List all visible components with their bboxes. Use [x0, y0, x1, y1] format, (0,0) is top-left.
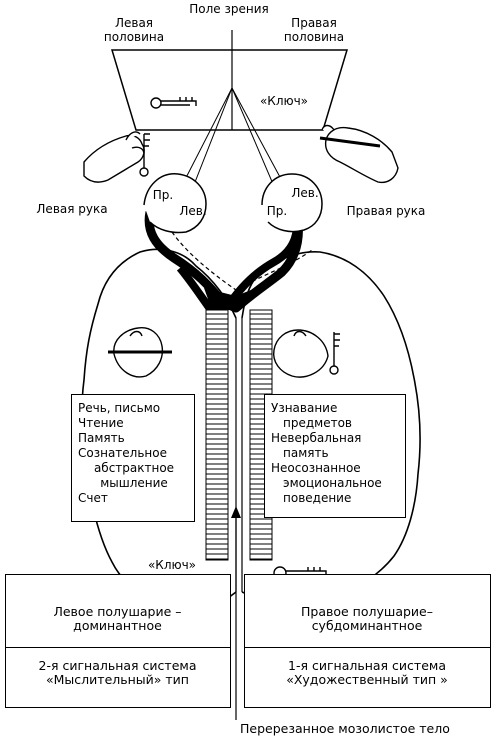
optic-tract-dashed — [171, 231, 313, 291]
left-hand-icon — [83, 131, 145, 183]
right-eye-left-label: Лев. — [291, 186, 319, 200]
left-hemisphere-title: Левое полушарие – доминантное — [53, 604, 182, 633]
right-hemisphere-box: Правое полушарие– субдоминантное 1-я сиг… — [244, 574, 491, 708]
optic-tract-cross — [176, 213, 301, 310]
left-function-thinking: мышление — [100, 476, 168, 490]
left-hemisphere-system: 2-я сигнальная система «Мыслительный» ти… — [38, 658, 197, 687]
left-function-abstract: абстрактное — [93, 461, 175, 475]
inner-right-hand-icon — [273, 329, 329, 378]
right-function-emotional: эмоциональное — [283, 476, 382, 490]
left-function-conscious: Сознательное — [78, 446, 167, 460]
optic-chiasm — [204, 288, 256, 310]
corpus-callosum-label: Перерезанное мозолистое тело — [240, 721, 450, 736]
hemisphere-fissure — [235, 318, 243, 592]
left-hemisphere-box: Левое полушарие – доминантное 2-я сигнал… — [5, 574, 231, 708]
right-functions-box: Узнавание предметов Невербальная память … — [264, 394, 406, 518]
right-eye — [261, 173, 323, 233]
left-key-icon — [139, 133, 150, 177]
right-function-behavior: поведение — [283, 491, 352, 505]
right-hemisphere-title: Правое полушарие– субдоминантное — [301, 604, 433, 633]
visual-field-panel — [110, 49, 349, 131]
left-eye-right-label: Пр. — [152, 188, 174, 202]
left-function-speech: Речь, письмо — [78, 401, 161, 415]
left-eye-left-label: Лев. — [179, 204, 207, 218]
right-function-memory: память — [283, 446, 329, 460]
field-key-label: «Ключ» — [259, 94, 309, 108]
pencil-icon — [319, 136, 381, 148]
left-eye — [143, 173, 207, 234]
left-function-memory: Память — [78, 431, 125, 445]
right-hand-icon — [321, 124, 399, 184]
inner-key-icon — [329, 332, 340, 375]
right-function-recognition: Узнавание — [271, 401, 338, 415]
callosum-pointer-arrow — [231, 506, 241, 518]
visual-field-title: Поле зрения — [189, 2, 269, 16]
left-function-reading: Чтение — [78, 416, 124, 430]
left-half-label: Левая половина — [103, 16, 165, 44]
bottom-key-label: «Ключ» — [147, 558, 197, 572]
right-function-objects: предметов — [283, 416, 352, 430]
right-hand-label: Правая рука — [346, 204, 426, 218]
key-icon — [150, 97, 197, 109]
right-hemisphere-divider — [245, 647, 490, 648]
left-functions-box: Речь, письмо Чтение Память Сознательное … — [71, 394, 195, 522]
right-function-unconscious: Неосознанное — [271, 461, 361, 475]
right-eye-right-label: Пр. — [266, 204, 288, 218]
right-function-nonverbal: Невербальная — [271, 431, 362, 445]
left-hand-label: Левая рука — [36, 202, 108, 216]
right-hemisphere-system: 1-я сигнальная система «Художественный т… — [286, 658, 448, 687]
left-function-counting: Счет — [78, 491, 108, 505]
right-half-label: Правая половина — [283, 16, 345, 44]
left-hemisphere-divider — [6, 647, 230, 648]
